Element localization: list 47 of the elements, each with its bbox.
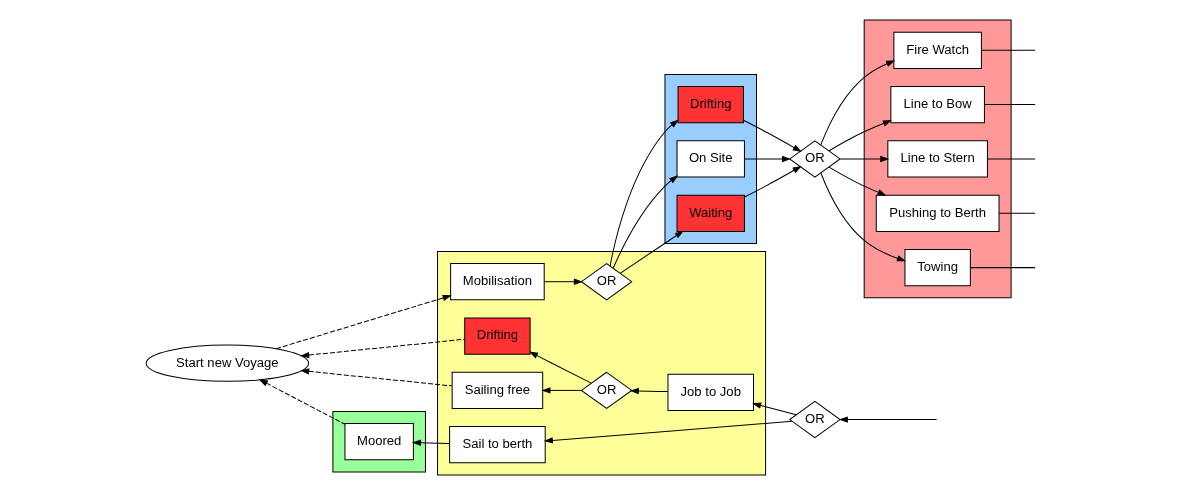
arrow [819,60,895,146]
cluster [331,411,426,473]
node-box: Waiting [676,194,745,232]
arrow [838,416,937,423]
node-box: Line to Bow [889,86,985,124]
arrow [411,439,450,446]
arrow [828,120,892,152]
node-diamond: OR [788,400,841,439]
cluster [663,73,757,244]
node-box: On Site [676,140,745,178]
node-diamond: OR [580,371,633,410]
node-box: Job to Job [666,373,754,411]
cluster [863,19,1012,299]
arrow [819,172,906,262]
connector [986,158,1036,160]
node-box: Pushing to Berth [875,194,1000,232]
arrow [839,155,889,163]
arrow [543,420,792,444]
node-box: Drifting [677,86,744,124]
arrow [258,379,345,425]
arrow [540,387,582,394]
arrow [751,402,797,416]
arrow [299,368,452,387]
connector [969,267,1036,269]
node-box: Towing [903,249,971,287]
node-box: Sail to berth [448,426,546,464]
arrow [275,294,452,350]
arrow [619,230,684,274]
connector [998,212,1036,214]
arrow [609,119,679,267]
node-box: Sailing free [451,371,543,409]
node-box: Moored [343,423,414,461]
cluster [436,251,766,476]
connector [980,49,1036,51]
node-box: Line to Stern [886,140,988,178]
arrow [743,155,791,163]
node-box: Mobilisation [449,263,545,301]
node-diamond: OR [580,262,633,301]
node-box: Drifting [463,317,531,355]
arrow [543,278,583,285]
connector [983,104,1036,106]
arrow [299,338,465,359]
arrow [828,166,887,196]
node-box: Fire Watch [892,31,982,69]
arrow [528,351,592,384]
arrow [629,387,668,395]
arrow [612,175,678,269]
